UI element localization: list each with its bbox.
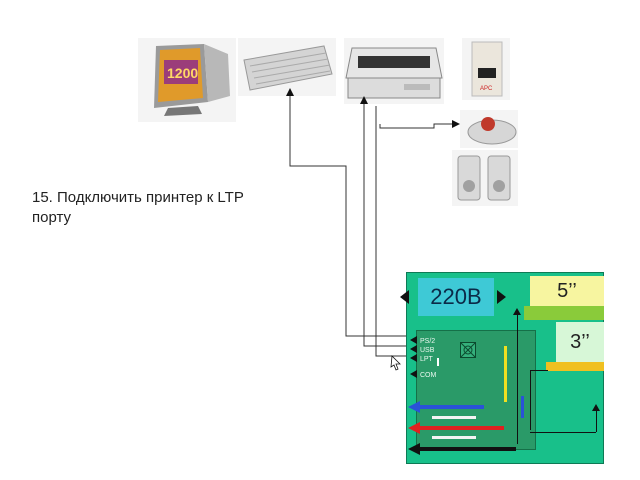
expansion-slot-2 [432, 436, 476, 439]
usb-port-arrow [410, 345, 417, 353]
ups-image: APC [462, 38, 510, 100]
port-label-ps2: PS/2 [420, 338, 436, 345]
yellow-bus-line [504, 346, 507, 402]
case-right-cable-up [596, 410, 597, 432]
red-bus-arrowhead [408, 422, 420, 434]
psu-left-arrow [400, 290, 409, 304]
instruction-text: 15. Подключить принтер к LTP порту [32, 188, 292, 228]
instruction-line-1: 15. Подключить принтер к LTP [32, 189, 244, 206]
monitor-screen-text: 1200 [167, 65, 198, 81]
cursor-icon [390, 355, 401, 371]
cpu-fan-icon [460, 342, 476, 358]
keyboard-icon [238, 38, 336, 96]
drive-cable-arrow [513, 308, 521, 315]
speakers-icon [452, 150, 518, 206]
psu-right-arrow [497, 290, 506, 304]
lpt-port-arrow [410, 354, 417, 362]
keyboard-wire [289, 94, 408, 337]
blue-bus-line [521, 396, 524, 418]
ups-icon: APC [462, 38, 510, 100]
black-bus-arrow [418, 447, 516, 451]
monitor-icon: 1200 [138, 38, 236, 122]
blue-bus-arrow [418, 405, 484, 409]
mouse-wire-arrow [452, 120, 460, 128]
drive-bay-3-inch: 3’’ [556, 322, 604, 362]
drive-cable-3-top [530, 370, 548, 371]
expansion-slot-1 [432, 416, 476, 419]
ps2-port-arrow [410, 336, 417, 344]
com-port-arrow [410, 370, 417, 378]
printer-wire-arrow [360, 96, 368, 104]
mouse-wire [379, 123, 458, 129]
keyboard-image [238, 38, 336, 96]
case-right-cable-arrow [592, 404, 600, 411]
drive-bay-5-inch: 5’’ [530, 276, 604, 306]
printer-wire-1 [363, 102, 408, 347]
trackball-mouse-icon [460, 110, 518, 148]
printer-wire-2 [375, 106, 408, 357]
port-label-com: COM [420, 372, 437, 379]
ups-brand-text: APC [480, 86, 493, 92]
drive-bay-5-rail [524, 306, 604, 320]
psu-block: 220В [418, 278, 494, 316]
instruction-line-2: порту [32, 209, 72, 226]
mouse-image [460, 110, 518, 148]
drive-cable-3 [530, 370, 531, 430]
printer-image [344, 38, 444, 104]
port-label-lpt: LPT [420, 356, 433, 363]
lpt-port-marker [437, 358, 439, 366]
blue-bus-arrowhead [408, 401, 420, 413]
port-label-usb: USB [420, 347, 435, 354]
speakers-image [452, 150, 518, 206]
drive-cable [517, 314, 518, 444]
black-bus-arrowhead [408, 443, 420, 455]
drive-bay-3-rail [546, 362, 604, 371]
red-bus-arrow [418, 426, 504, 430]
keyboard-wire-arrow [286, 88, 294, 96]
printer-icon [344, 38, 444, 104]
monitor-image: 1200 [138, 38, 236, 122]
case-right-cable [530, 432, 596, 433]
